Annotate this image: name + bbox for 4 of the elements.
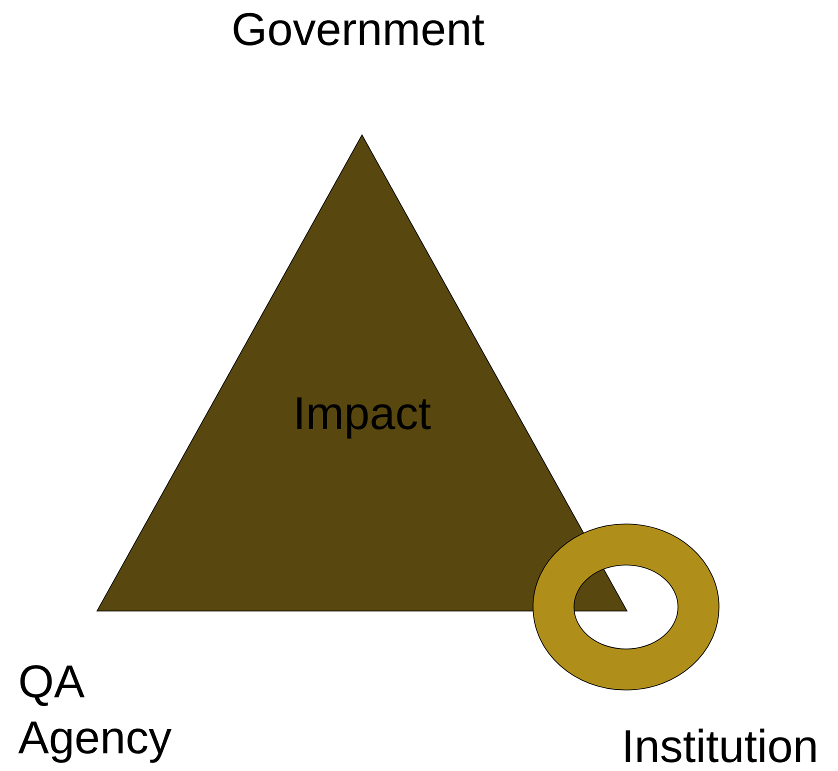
- vertex-label: Institution: [626, 728, 816, 762]
- title: Government: [234, 12, 484, 46]
- vertex-label: QA Agency: [18, 665, 172, 763]
- ring: [532, 524, 720, 690]
